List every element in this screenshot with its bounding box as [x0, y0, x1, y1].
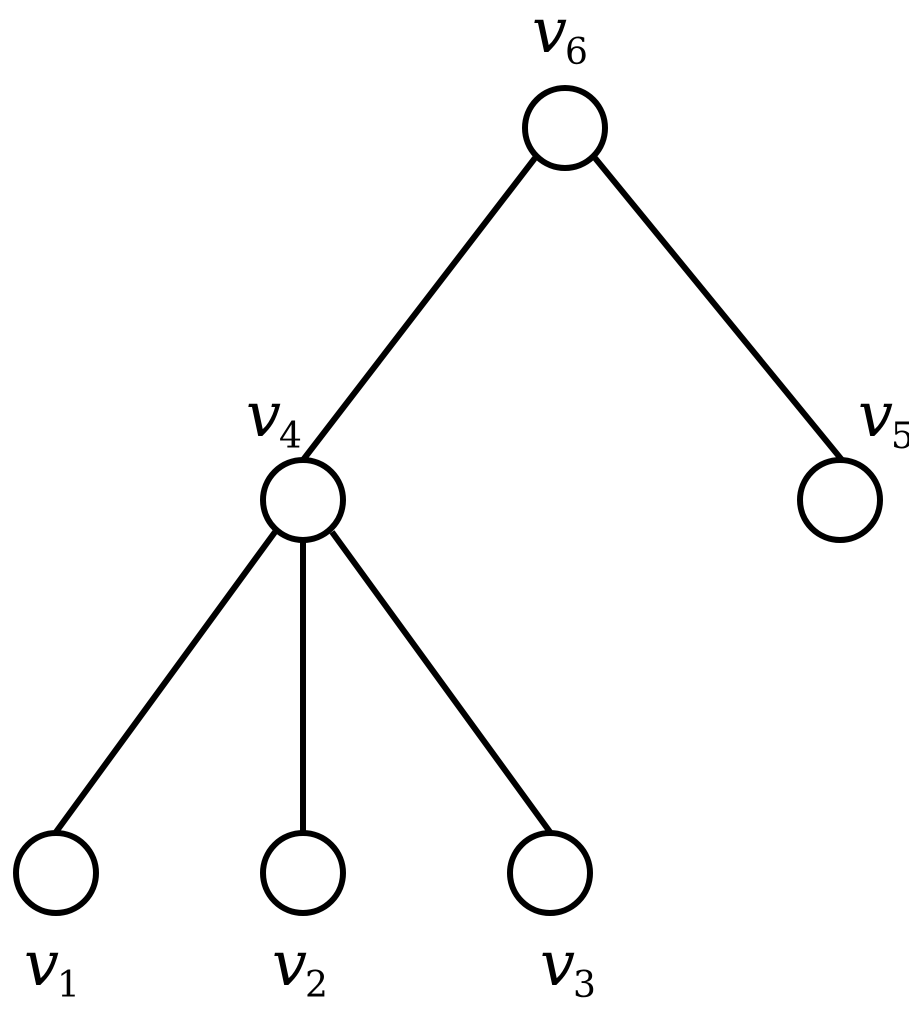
- node-v6: [522, 85, 608, 171]
- label-v5: v5: [858, 378, 909, 457]
- node-v2: [260, 830, 346, 916]
- node-v5: [797, 457, 883, 543]
- node-v4: [260, 457, 346, 543]
- node-v1: [13, 830, 99, 916]
- edge-v4-v1: [53, 530, 278, 834]
- label-v1: v1: [24, 927, 80, 1006]
- node-v3: [507, 830, 593, 916]
- label-v2: v2: [272, 927, 328, 1006]
- label-v3: v3: [540, 927, 596, 1006]
- edge-v4-v3: [329, 530, 553, 834]
- label-v6: v6: [532, 0, 588, 73]
- edge-v6-v5: [592, 156, 845, 462]
- edge-v6-v4: [300, 156, 538, 462]
- label-v4: v4: [246, 378, 302, 457]
